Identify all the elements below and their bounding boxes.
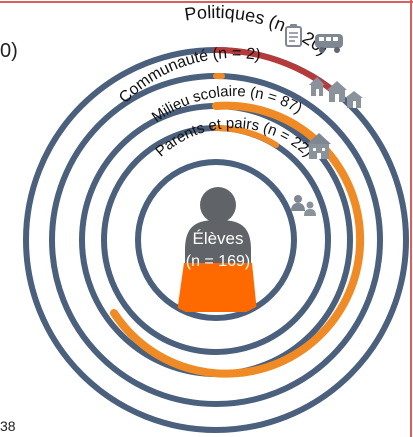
person-lower-body [177,263,257,312]
center-count: (n = 169) [186,253,250,270]
center-figure: Élèves (n = 169) [177,187,257,312]
person-shoulders [185,220,251,265]
ring-milieu-scolaire-highlight [110,101,365,378]
left-fragment-text: 0) [0,40,18,62]
school-building-icon [307,133,331,159]
center-title: Élèves [192,229,243,248]
ring-politiques-highlight [213,47,341,98]
ring-parents-pairs-highlight [213,124,279,148]
bottom-fragment-text: 38 [0,418,16,434]
people-icon [291,195,316,216]
community-houses-icon [309,77,363,108]
person-head [200,187,236,223]
clipboard-bus-icon [285,24,343,53]
